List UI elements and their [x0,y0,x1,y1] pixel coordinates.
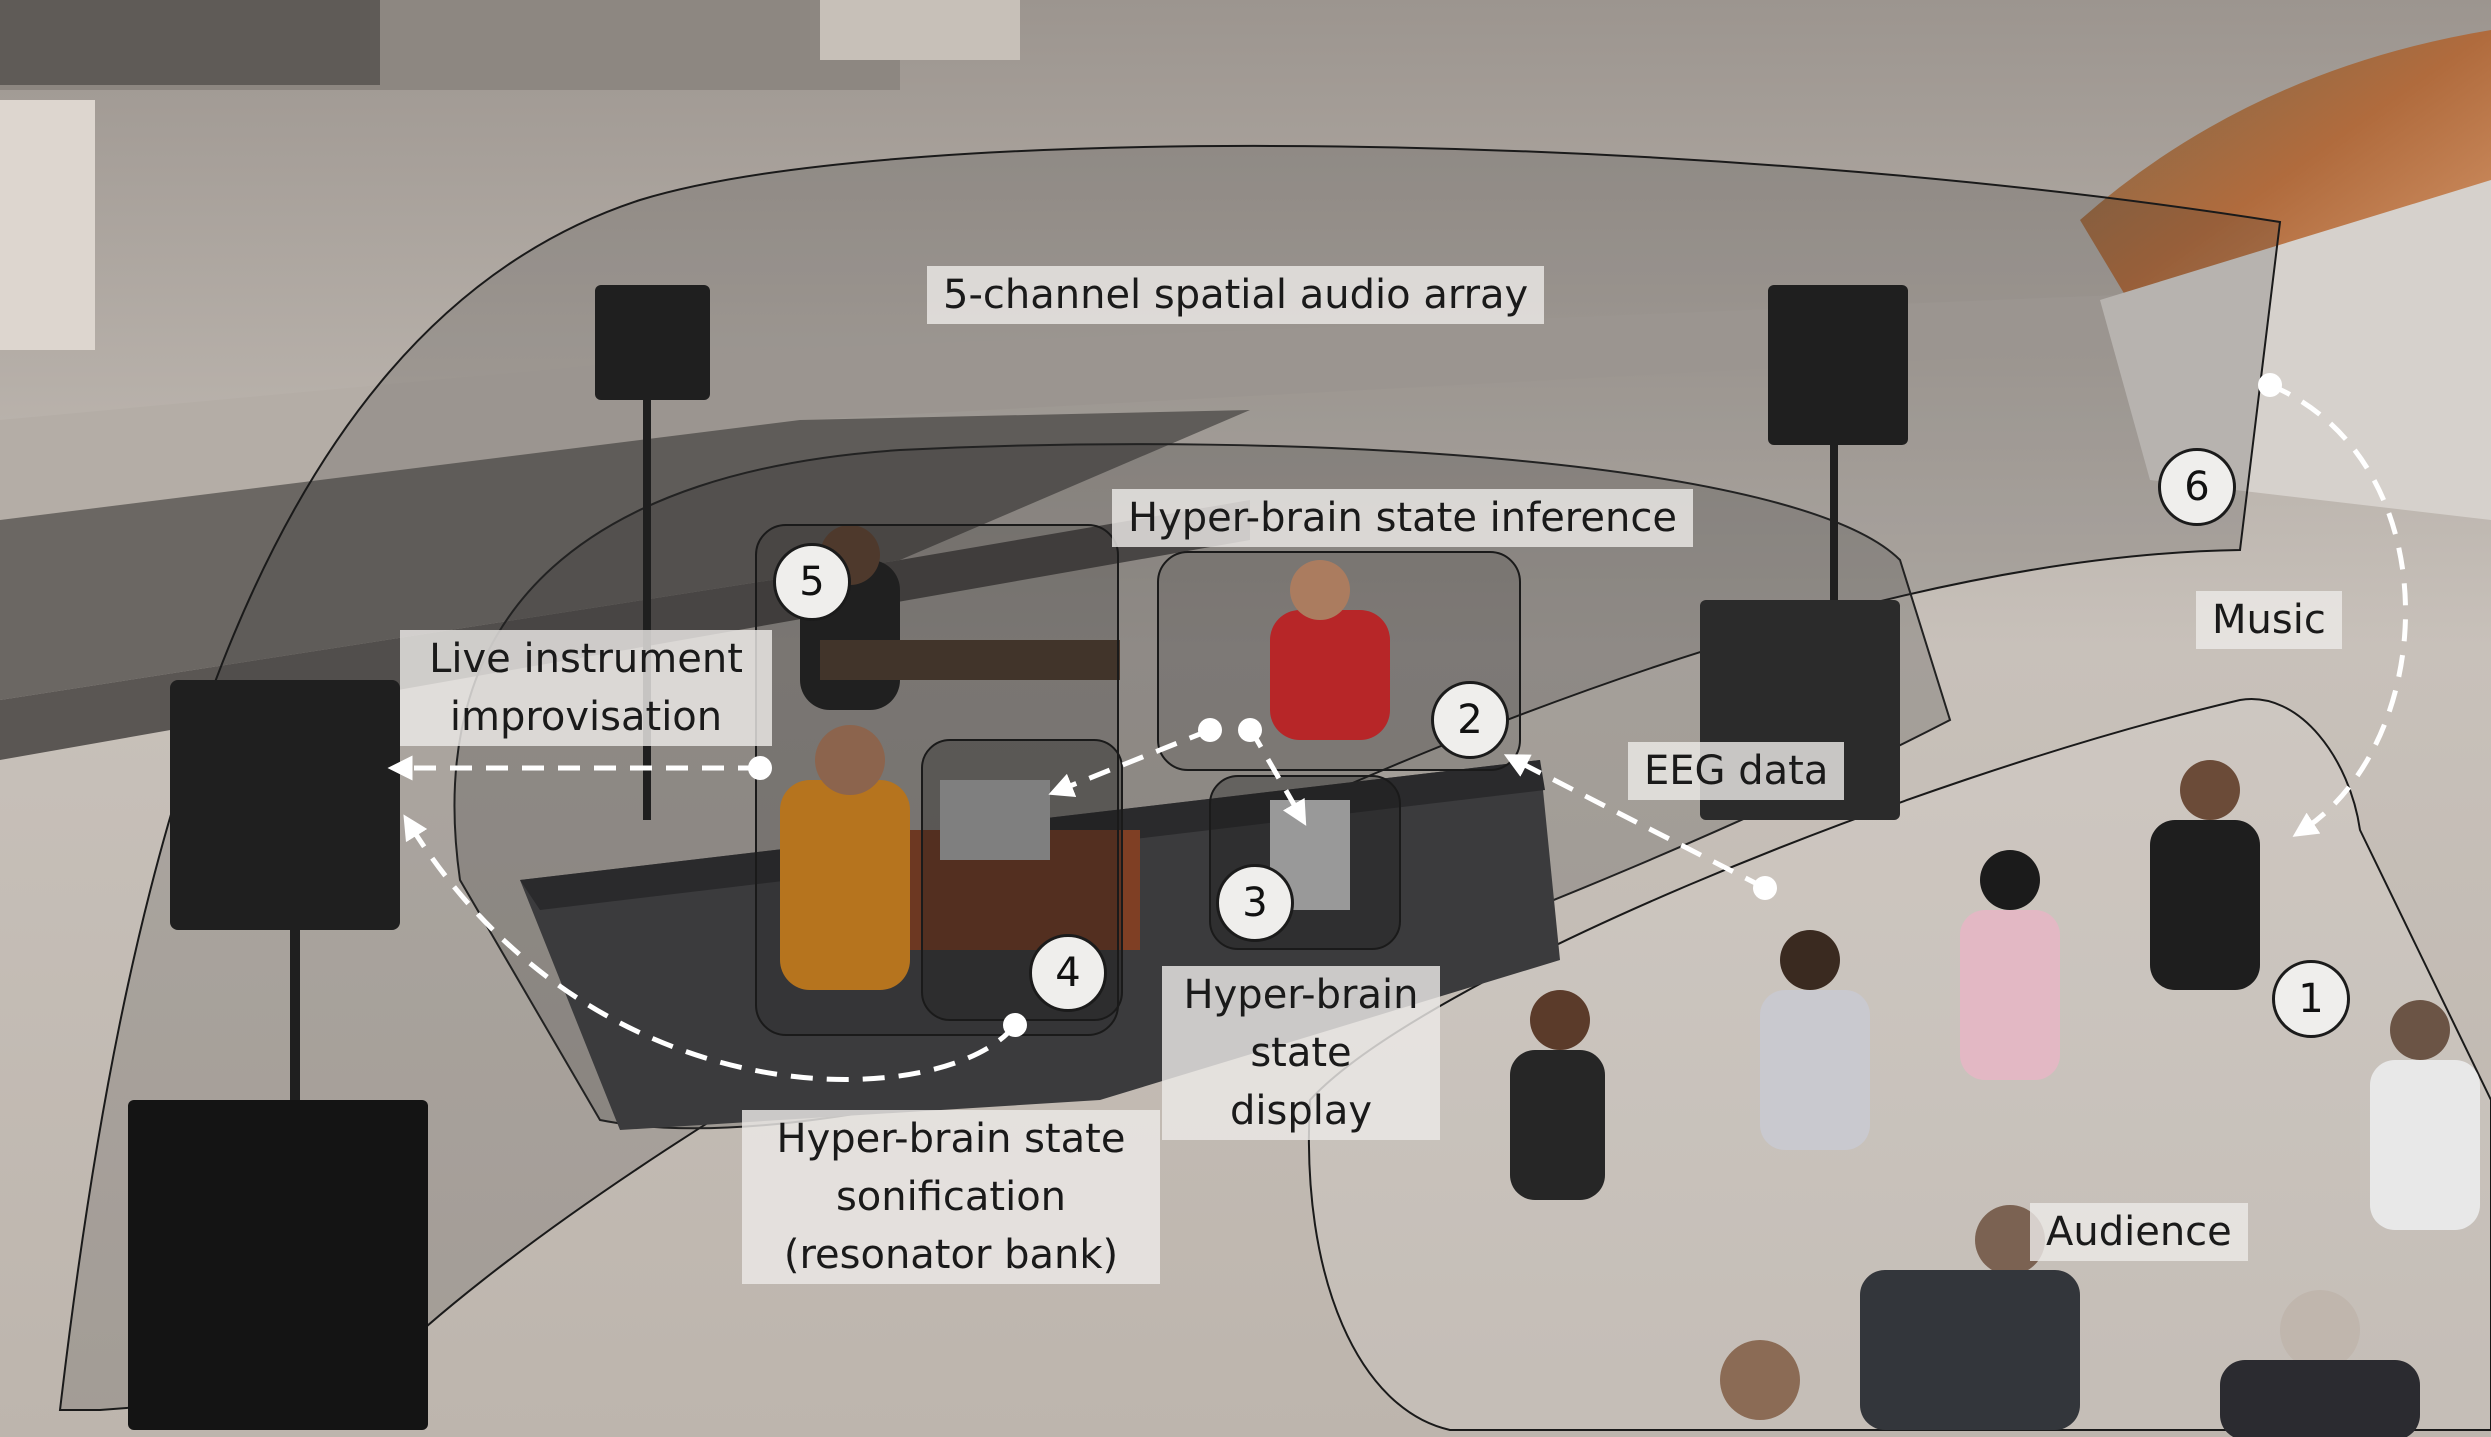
audience-people [1510,760,2480,1437]
arrow-inference-to-synth [1048,727,1211,797]
label-display-line2: state display [1229,1030,1373,1134]
arrow-inference-to-display [1247,726,1307,826]
badge-1: 1 [2272,960,2350,1038]
label-display: Hyper-brain state display [1162,966,1440,1140]
label-sonification-line1: Hyper-brain state [776,1116,1126,1162]
arrow-origins [748,373,2282,1037]
panel-5 [755,524,1119,1036]
label-sonification-line3: (resonator bank) [783,1232,1119,1278]
label-sonification: Hyper-brain state sonification (resonato… [742,1110,1160,1284]
hillside [2080,30,2491,320]
arrow-eeg [1503,754,1767,891]
label-live-improvisation-line1: Live instrument [429,636,743,682]
badge-6: 6 [2158,448,2236,526]
label-spatial-audio: 5-channel spatial audio array [927,266,1545,324]
performer-red [1270,560,1390,740]
arrow-sonification [403,814,1017,1082]
label-inference: Hyper-brain state inference [1112,489,1693,547]
label-live-improvisation: Live instrument improvisation [400,630,772,746]
label-eeg: EEG data [1628,742,1845,800]
badge-2: 2 [1431,681,1509,759]
badge-3: 3 [1216,864,1294,942]
performer-orange [780,725,1140,990]
label-audience: Audience [2030,1203,2248,1261]
badge-5: 5 [773,543,851,621]
label-sonification-line2: sonification [835,1174,1067,1220]
speaker-left-tall [128,285,710,1430]
label-music: Music [2196,591,2342,649]
label-live-improvisation-line2: improvisation [449,694,723,740]
arrow-music [2269,382,2408,837]
badge-4: 4 [1029,934,1107,1012]
label-display-line1: Hyper-brain [1183,972,1419,1018]
panel-2 [1157,551,1521,771]
